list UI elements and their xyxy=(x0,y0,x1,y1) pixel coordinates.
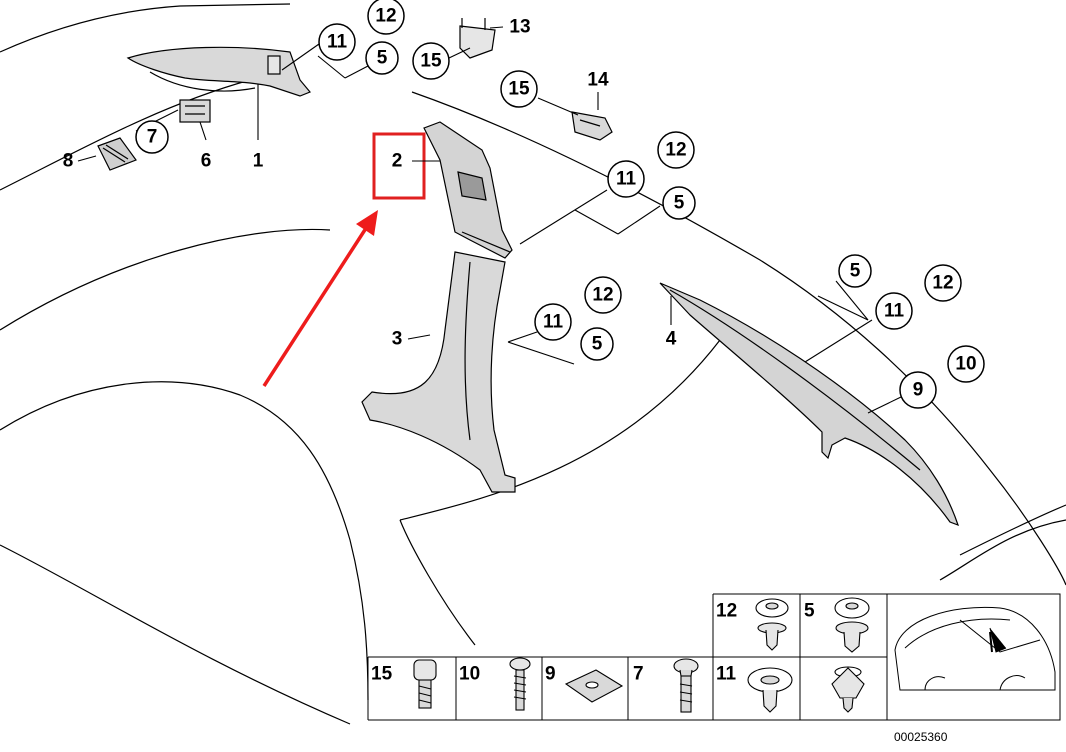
part-3-lower-pillar-cover xyxy=(361,251,516,493)
callout-text-11-c: 11 xyxy=(543,312,564,333)
callout-text-7: 7 xyxy=(147,127,158,148)
legend-label-12: 12 xyxy=(716,601,737,622)
callout-15-b xyxy=(500,70,538,108)
leader-lines xyxy=(77,26,902,414)
legend-label-7: 7 xyxy=(633,664,644,685)
callout-12-a xyxy=(367,0,405,35)
callout-text-12-a: 12 xyxy=(375,6,396,27)
callout-text-15-b: 15 xyxy=(508,79,530,100)
callout-text-10: 10 xyxy=(955,354,976,375)
part-2-upper-pillar-cover xyxy=(423,121,513,259)
callout-12-c xyxy=(584,276,622,314)
part-6-clip xyxy=(179,99,211,123)
fastener-12-sketch xyxy=(755,598,789,651)
fastener-9-sketch xyxy=(564,669,624,703)
fastener-5-sketch xyxy=(834,597,870,653)
callout-text-13: 13 xyxy=(509,17,530,38)
fastener-15-sketch xyxy=(413,659,437,709)
legend-label-5: 5 xyxy=(804,601,815,622)
callout-12-d xyxy=(924,264,962,302)
fastener-11-sketch xyxy=(747,667,793,713)
label-part-2: 2 xyxy=(392,151,403,172)
fastener-legend xyxy=(367,593,1061,721)
part-14-clip xyxy=(571,111,613,141)
callout-text-11-d: 11 xyxy=(884,301,905,322)
callout-circles xyxy=(135,0,985,409)
fastener-7-sketch xyxy=(673,658,699,713)
diagram-id: 00025360 xyxy=(894,730,948,744)
label-part-8: 8 xyxy=(63,151,74,172)
callout-text-5-d: 5 xyxy=(850,261,861,282)
legend-label-9: 9 xyxy=(545,664,556,685)
callout-text-12-d: 12 xyxy=(932,273,953,294)
callout-10 xyxy=(947,345,985,383)
callout-11-b xyxy=(607,160,645,198)
callout-5-a xyxy=(365,41,399,75)
part-8-vent xyxy=(97,137,137,171)
callout-15-a xyxy=(412,42,450,80)
callout-11-c xyxy=(534,303,572,341)
fastener-5-lower-sketch xyxy=(831,666,865,713)
part-labels: 8 6 1 2 3 4 xyxy=(63,151,677,350)
car-body-outline xyxy=(0,3,1066,725)
part-1-trim xyxy=(126,46,311,97)
callout-text-14: 14 xyxy=(587,70,609,91)
legend-label-15: 15 xyxy=(371,664,393,685)
red-arrow xyxy=(262,210,378,387)
callout-5-b xyxy=(662,186,696,220)
callout-text-11-b: 11 xyxy=(616,169,637,190)
callout-texts: 12 11 5 15 15 7 12 11 5 12 11 5 5 12 11 … xyxy=(147,6,977,401)
highlight-box xyxy=(372,132,426,200)
callout-text-5-a: 5 xyxy=(377,48,388,69)
fastener-10-sketch xyxy=(509,657,531,711)
label-part-3: 3 xyxy=(392,329,403,350)
callout-text-11-a: 11 xyxy=(327,32,348,53)
label-part-4: 4 xyxy=(666,329,677,350)
callout-5-d xyxy=(838,254,872,288)
callout-5-c xyxy=(580,327,614,361)
car-locator-thumbnail xyxy=(894,606,1056,691)
legend-label-10: 10 xyxy=(459,664,480,685)
callout-text-15-a: 15 xyxy=(420,51,442,72)
callout-text-9: 9 xyxy=(913,380,924,401)
callout-text-12-b: 12 xyxy=(665,140,686,161)
label-part-6: 6 xyxy=(201,151,212,172)
callout-7 xyxy=(135,120,169,154)
callout-text-12-c: 12 xyxy=(592,285,613,306)
callout-11-a xyxy=(318,23,356,61)
callout-11-d xyxy=(875,292,913,330)
callout-text-5-c: 5 xyxy=(592,334,603,355)
legend-labels: 12 5 15 10 9 7 11 xyxy=(371,601,815,685)
legend-label-11: 11 xyxy=(716,664,737,685)
callout-12-b xyxy=(657,131,695,169)
part-13-bracket xyxy=(459,18,496,59)
label-part-1: 1 xyxy=(253,151,264,172)
part-4-roof-rail-trim xyxy=(659,282,959,527)
fastener-sketches xyxy=(413,597,870,713)
callout-9 xyxy=(899,371,937,409)
callout-text-5-b: 5 xyxy=(674,193,685,214)
